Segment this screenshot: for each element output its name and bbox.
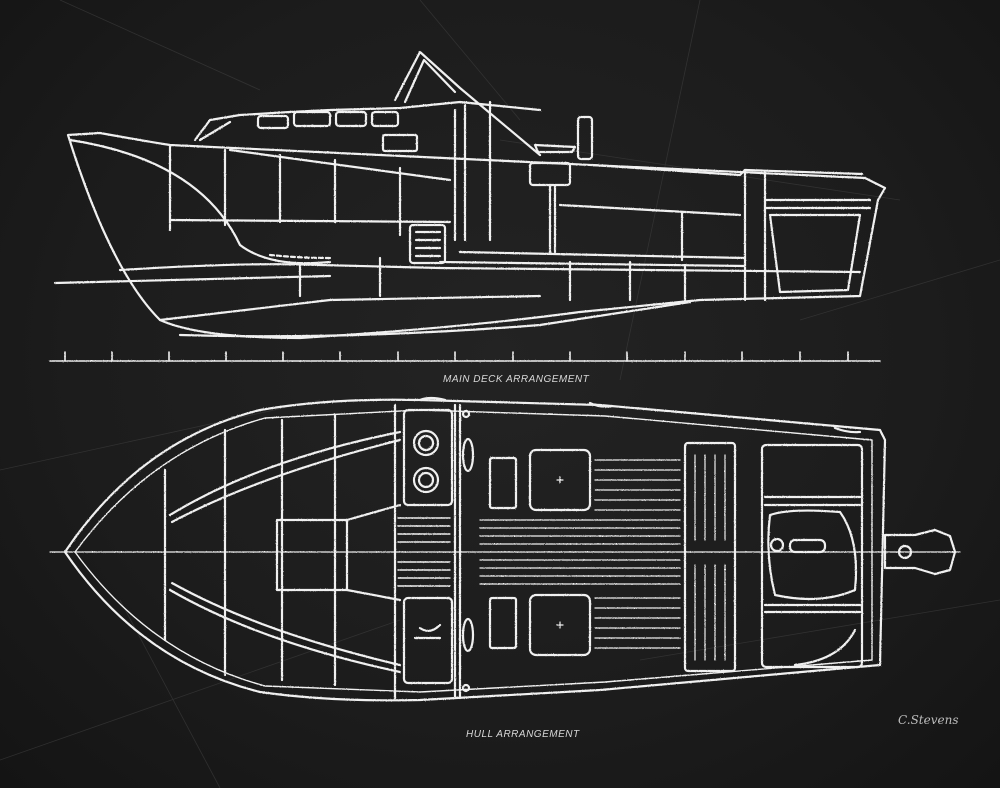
artist-signature: C.Stevens — [898, 713, 959, 727]
side-view-drawing — [53, 50, 887, 340]
scale-bar — [49, 351, 881, 362]
top-view-drawing — [49, 396, 961, 702]
hull-caption: HULL ARRANGEMENT — [466, 729, 580, 740]
main-deck-caption: MAIN DECK ARRANGEMENT — [443, 374, 590, 385]
